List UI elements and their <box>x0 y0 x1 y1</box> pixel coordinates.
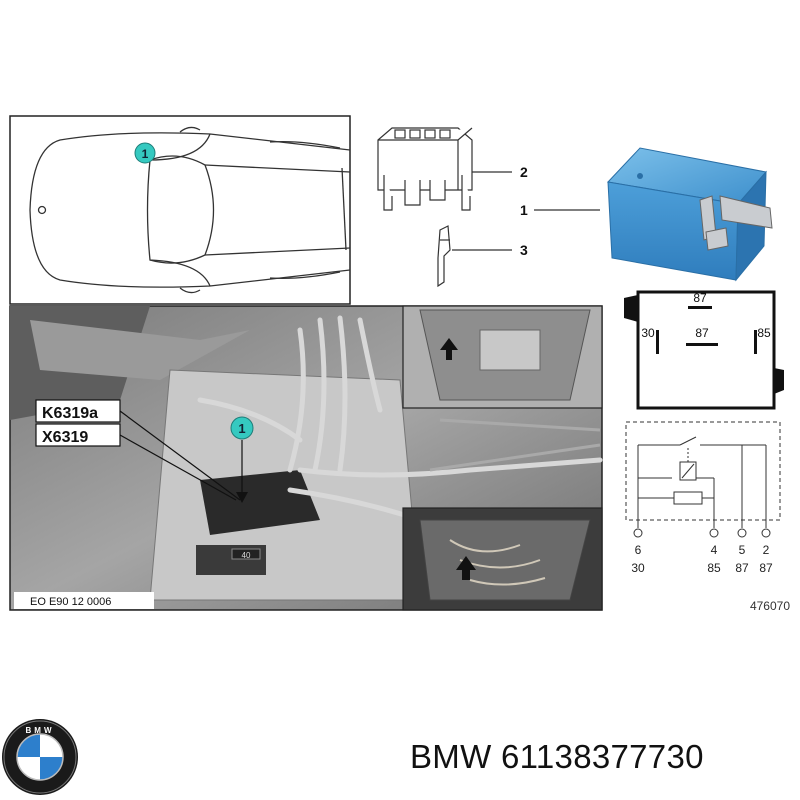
photo-panel: 40 K6319a X6319 <box>9 305 603 611</box>
connector-exploded <box>377 127 512 288</box>
terminal-number: 2 <box>763 543 770 557</box>
schematic-terminal-labels: 6 4 5 2 30 85 87 87 <box>631 543 773 575</box>
arrow-icon <box>440 338 458 360</box>
terminal-name: 87 <box>759 561 773 575</box>
car-panel-frame <box>9 115 351 305</box>
terminal-name: 87 <box>735 561 749 575</box>
logo-lettering: BMW <box>26 726 55 735</box>
callout-number-photo: 1 <box>238 421 245 436</box>
relay-pinout: 87 30 87 85 <box>624 290 784 410</box>
pin-85 <box>754 330 757 354</box>
label-k6319a: K6319a <box>42 405 98 422</box>
car-location-panel: 1 <box>9 115 351 305</box>
pinout-label-top: 87 <box>693 291 707 305</box>
callout-2: 2 <box>520 164 528 180</box>
diagram-id: 476070 <box>750 599 790 613</box>
terminal-2 <box>761 528 771 538</box>
callout-1: 1 <box>520 202 528 218</box>
terminal-name: 30 <box>631 561 645 575</box>
terminal-number: 5 <box>739 543 746 557</box>
brand-name: BMW <box>410 738 492 775</box>
photo-code-box <box>14 592 154 609</box>
part-number: 61138377730 <box>501 738 704 775</box>
terminal-5 <box>737 528 747 538</box>
pin-30 <box>656 330 659 354</box>
terminal-number: 6 <box>635 543 642 557</box>
callout-3: 3 <box>520 242 528 258</box>
car-outline <box>29 126 351 294</box>
relay-illustration <box>606 147 773 282</box>
label-x6319: X6319 <box>42 429 88 446</box>
callout-badge-car <box>134 142 156 164</box>
arrow-icon <box>456 556 476 580</box>
fuse-value: 40 <box>242 551 251 560</box>
relay-schematic <box>625 421 781 538</box>
pin-87-center <box>686 343 718 346</box>
pinout-label-right: 85 <box>757 326 771 340</box>
terminal-number: 4 <box>711 543 718 557</box>
terminal-name: 85 <box>707 561 721 575</box>
callout-badge-photo <box>230 416 254 440</box>
pinout-label-left: 30 <box>641 326 655 340</box>
pin-87-top <box>688 306 712 309</box>
schematic-frame <box>625 421 781 521</box>
bmw-logo: BMW <box>2 719 78 795</box>
pinout-frame <box>636 290 776 410</box>
part-caption: BMW 61138377730 <box>410 738 704 776</box>
photo-code: EO E90 12 0006 <box>30 596 111 608</box>
terminal-6 <box>633 528 643 538</box>
callout-number-car: 1 <box>142 147 149 161</box>
pinout-label-center: 87 <box>695 326 709 340</box>
terminal-4 <box>709 528 719 538</box>
